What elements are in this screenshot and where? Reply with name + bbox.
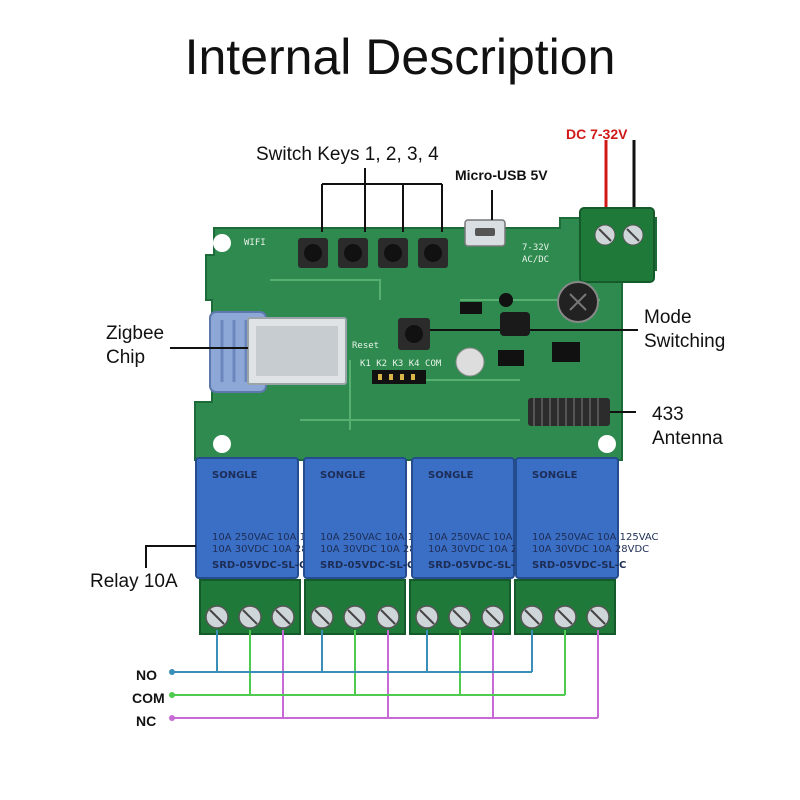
screw-slot xyxy=(590,609,606,625)
screw-slot xyxy=(275,609,291,625)
wire-label-nc: NC xyxy=(136,713,157,729)
relay-rating: 10A 30VDC 10A 28VDC xyxy=(428,544,545,555)
relay-4: SONGLE 10A 250VAC 10A 125VAC 10A 30VDC 1… xyxy=(515,457,659,579)
inductor xyxy=(500,312,530,336)
relay-2: SONGLE 10A 250VAC 10A 125VAC 10A 30VDC 1… xyxy=(303,457,447,579)
relay-model: SRD-05VDC-SL-C xyxy=(428,560,522,571)
crystal xyxy=(455,347,485,377)
micro-usb-label: Micro-USB 5V xyxy=(455,167,548,183)
relay-brand: SONGLE xyxy=(428,470,474,481)
pin-header xyxy=(372,370,426,384)
screw-slot xyxy=(524,609,540,625)
mount-hole xyxy=(598,435,616,453)
screw-slot xyxy=(380,609,396,625)
silk-voltage: 7-32V xyxy=(522,243,550,253)
relay-rating: 10A 250VAC 10A 125VAC xyxy=(532,532,659,543)
relay-3: SONGLE 10A 250VAC 10A 125VAC 10A 30VDC 1… xyxy=(411,457,555,579)
relay-model: SRD-05VDC-SL-C xyxy=(320,560,414,571)
dc-power-label: DC 7-32V xyxy=(566,126,628,142)
page-title: Internal Description xyxy=(184,29,616,85)
antenna-label-1: 433 xyxy=(652,404,684,425)
ic-chip xyxy=(552,342,580,362)
relay-brand: SONGLE xyxy=(532,470,578,481)
screw-slot xyxy=(452,609,468,625)
dc-terminal-block xyxy=(579,207,655,283)
relay-model: SRD-05VDC-SL-C xyxy=(212,560,306,571)
output-wires xyxy=(169,630,599,721)
relay-callout xyxy=(145,545,196,568)
output-terminals xyxy=(199,579,616,635)
mode-switching-label-1: Mode xyxy=(644,307,692,328)
wire-end-com xyxy=(169,692,175,698)
screw-slot xyxy=(242,609,258,625)
screw-slot xyxy=(347,609,363,625)
switch-keys-callout xyxy=(321,168,443,232)
relay-rating: 10A 250VAC 10A 125VAC xyxy=(212,532,339,543)
wire-end-nc xyxy=(169,715,175,721)
relay-rating: 10A 250VAC 10A 125VAC xyxy=(320,532,447,543)
wire-label-no: NO xyxy=(136,667,157,683)
wire-end-no xyxy=(169,669,175,675)
relay-label: Relay 10A xyxy=(90,571,178,592)
relay-1: SONGLE 10A 250VAC 10A 125VAC 10A 30VDC 1… xyxy=(195,457,339,579)
silk-reset: Reset xyxy=(352,341,379,351)
silk-acdc: AC/DC xyxy=(522,255,549,265)
relay-brand: SONGLE xyxy=(320,470,366,481)
relay-brand: SONGLE xyxy=(212,470,258,481)
zigbee-label-2: Chip xyxy=(106,347,146,368)
screw-slot xyxy=(557,609,573,625)
relay-rating: 10A 30VDC 10A 28VDC xyxy=(320,544,437,555)
relay-rating: 10A 30VDC 10A 28VDC xyxy=(212,544,329,555)
screw-slot xyxy=(314,609,330,625)
pcb-traces xyxy=(270,279,600,430)
silk-wifi: WIFI xyxy=(244,238,266,248)
screw-slot xyxy=(485,609,501,625)
terminal-screws xyxy=(205,605,610,629)
relay-rating: 10A 250VAC 10A 125VAC xyxy=(428,532,555,543)
mount-hole xyxy=(213,435,231,453)
screw-slot xyxy=(209,609,225,625)
relay-rating: 10A 30VDC 10A 28VDC xyxy=(532,544,649,555)
silk-keys: K1 K2 K3 K4 COM xyxy=(360,359,442,369)
buzzer xyxy=(499,293,513,307)
relay-model: SRD-05VDC-SL-C xyxy=(532,560,626,571)
zigbee-label-1: Zigbee xyxy=(106,323,165,344)
mount-hole xyxy=(213,234,231,252)
screw-slot xyxy=(419,609,435,625)
ic-chip xyxy=(498,350,524,366)
switch-keys xyxy=(298,238,448,268)
ic-chip xyxy=(460,302,482,314)
switch-keys-label: Switch Keys 1, 2, 3, 4 xyxy=(256,144,439,165)
antenna-label-2: Antenna xyxy=(652,428,723,449)
wire-label-com: COM xyxy=(132,690,165,706)
mode-switching-label-2: Switching xyxy=(644,331,726,352)
